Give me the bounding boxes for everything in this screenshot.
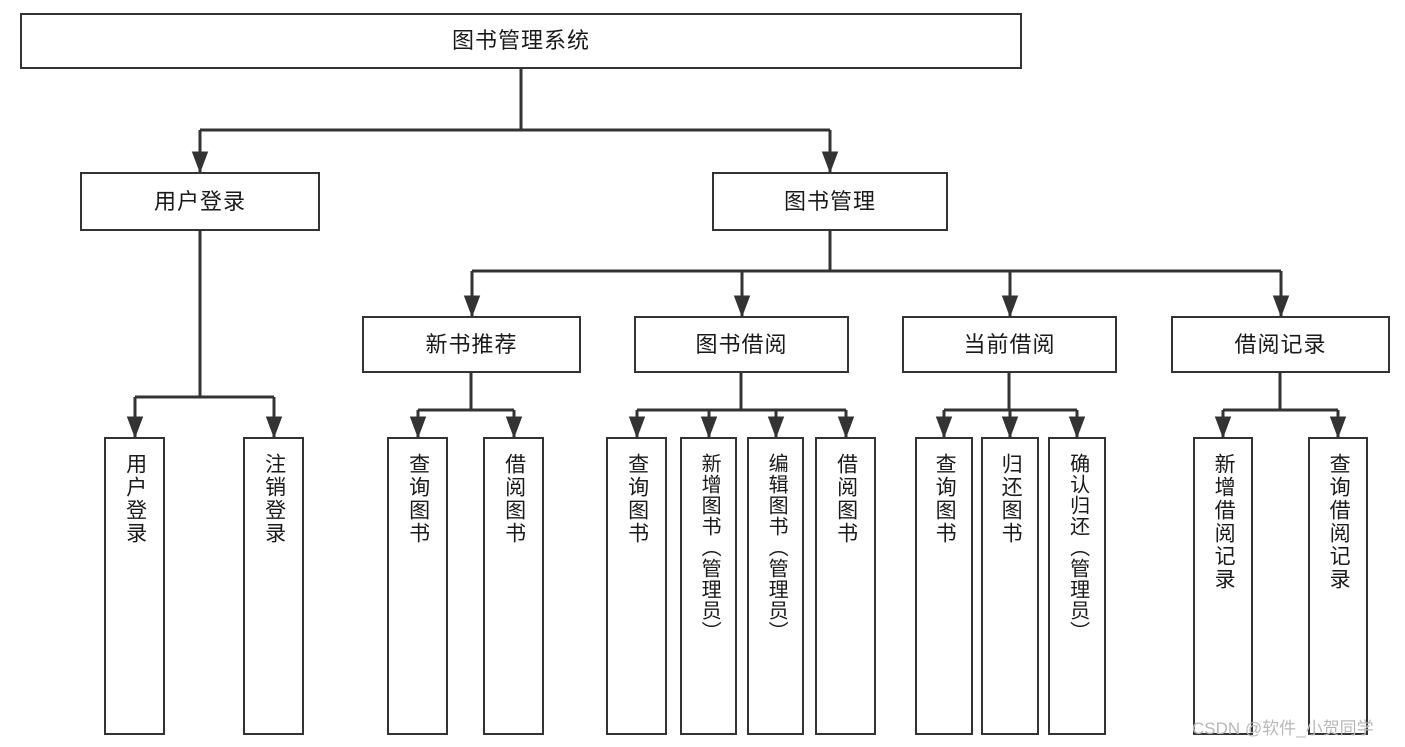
- arrowhead-leaf-borrow-book-recommend-icon: [505, 416, 523, 439]
- node-leaf-confirm-return[interactable]: 确认归还（管理员）: [1048, 437, 1106, 735]
- node-borrow-record[interactable]: 借阅记录: [1171, 316, 1390, 373]
- node-root[interactable]: 图书管理系统: [20, 13, 1022, 69]
- arrowhead-leaf-add-book-icon: [700, 416, 718, 439]
- node-label-user-login: 用户登录: [153, 188, 246, 214]
- node-label-root: 图书管理系统: [451, 28, 590, 54]
- node-label-borrow-record: 借阅记录: [1234, 331, 1327, 357]
- arrowhead-user-login-icon: [191, 151, 209, 174]
- node-label-leaf-borrow-book-recommend: 借阅图书: [502, 453, 526, 545]
- node-label-leaf-user-logout: 注销登录: [262, 453, 286, 545]
- node-book-borrow[interactable]: 图书借阅: [634, 316, 849, 373]
- node-label-leaf-add-book: 新增图书（管理员）: [698, 453, 721, 642]
- node-label-leaf-return-book: 归还图书: [999, 453, 1023, 545]
- arrowhead-leaf-query-book-current-icon: [935, 416, 953, 439]
- arrowhead-book-management-icon: [821, 151, 839, 174]
- node-leaf-user-login[interactable]: 用户登录: [104, 437, 165, 735]
- node-user-login[interactable]: 用户登录: [80, 172, 320, 231]
- arrowhead-leaf-return-book-icon: [1001, 416, 1019, 439]
- node-current-borrow[interactable]: 当前借阅: [902, 316, 1117, 373]
- node-new-book-recommend[interactable]: 新书推荐: [362, 316, 581, 373]
- node-leaf-user-logout[interactable]: 注销登录: [243, 437, 304, 735]
- arrowhead-borrow-record-icon: [1272, 295, 1290, 318]
- csdn-watermark: CSDN @软件_小贺同学: [1192, 719, 1374, 738]
- node-leaf-query-borrow-record[interactable]: 查询借阅记录: [1308, 437, 1368, 735]
- arrowhead-leaf-query-borrow-record-icon: [1329, 416, 1347, 439]
- arrowhead-leaf-add-borrow-record-icon: [1214, 416, 1232, 439]
- node-leaf-query-book-recommend[interactable]: 查询图书: [387, 437, 448, 735]
- node-label-leaf-edit-book: 编辑图书（管理员）: [765, 453, 788, 642]
- node-label-book-management: 图书管理: [783, 188, 876, 214]
- node-label-current-borrow: 当前借阅: [963, 331, 1056, 357]
- node-leaf-add-borrow-record[interactable]: 新增借阅记录: [1193, 437, 1253, 735]
- node-label-book-borrow: 图书借阅: [695, 331, 788, 357]
- node-label-leaf-confirm-return: 确认归还（管理员）: [1066, 453, 1089, 642]
- arrowhead-leaf-query-book-recommend-icon: [409, 416, 427, 439]
- node-leaf-add-book[interactable]: 新增图书（管理员）: [680, 437, 737, 735]
- node-leaf-query-book-current[interactable]: 查询图书: [915, 437, 973, 735]
- node-label-leaf-user-login: 用户登录: [123, 453, 147, 545]
- node-label-leaf-query-book-current: 查询图书: [933, 453, 957, 545]
- node-label-new-book-recommend: 新书推荐: [425, 331, 518, 357]
- arrowhead-leaf-query-book-borrow-icon: [628, 416, 646, 439]
- arrowhead-leaf-confirm-return-icon: [1068, 416, 1086, 439]
- arrowhead-new-book-recommend-icon: [463, 295, 481, 318]
- arrowhead-leaf-edit-book-icon: [767, 416, 785, 439]
- node-label-leaf-query-book-borrow: 查询图书: [625, 453, 649, 545]
- node-label-leaf-add-borrow-record: 新增借阅记录: [1212, 453, 1236, 591]
- node-leaf-return-book[interactable]: 归还图书: [981, 437, 1039, 735]
- arrowhead-leaf-user-logout-icon: [265, 416, 283, 439]
- node-label-leaf-query-borrow-record: 查询借阅记录: [1327, 453, 1351, 591]
- arrowhead-book-borrow-icon: [733, 295, 751, 318]
- node-book-management[interactable]: 图书管理: [712, 172, 948, 231]
- node-leaf-edit-book[interactable]: 编辑图书（管理员）: [747, 437, 804, 735]
- node-leaf-query-book-borrow[interactable]: 查询图书: [606, 437, 667, 735]
- node-leaf-borrow-book[interactable]: 借阅图书: [815, 437, 876, 735]
- node-label-leaf-borrow-book: 借阅图书: [834, 453, 858, 545]
- arrowhead-leaf-user-login-icon: [126, 416, 144, 439]
- arrowhead-current-borrow-icon: [1001, 295, 1019, 318]
- node-label-leaf-query-book-recommend: 查询图书: [406, 453, 430, 545]
- node-leaf-borrow-book-recommend[interactable]: 借阅图书: [483, 437, 544, 735]
- arrowhead-leaf-borrow-book-icon: [837, 416, 855, 439]
